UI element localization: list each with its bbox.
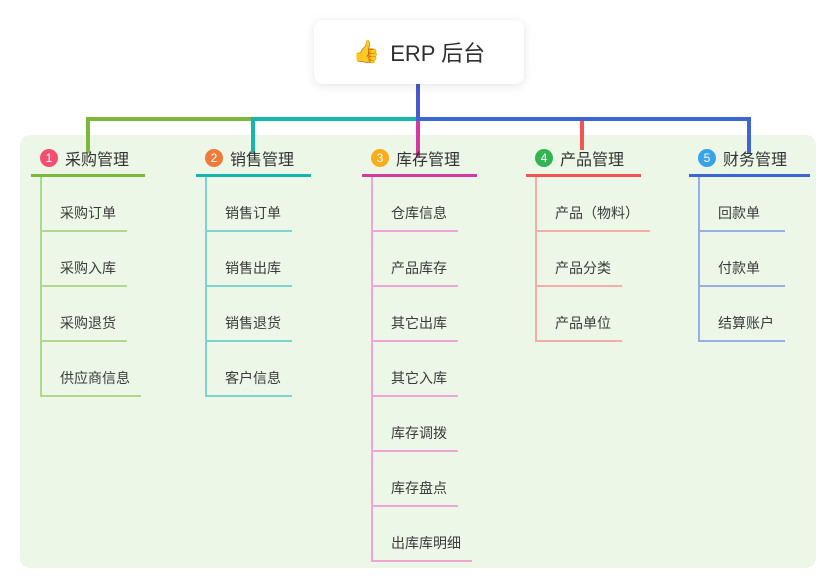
branch-1: 1 采购管理 采购订单采购入库采购退货供应商信息 bbox=[31, 145, 145, 397]
child-node[interactable]: 采购订单 bbox=[42, 177, 127, 232]
child-node[interactable]: 客户信息 bbox=[207, 342, 292, 397]
branch-4: 4 产品管理 产品（物料）产品分类产品单位 bbox=[526, 145, 650, 342]
branch-title: 产品管理 bbox=[560, 151, 625, 169]
child-node[interactable]: 付款单 bbox=[700, 232, 785, 287]
child-node[interactable]: 仓库信息 bbox=[373, 177, 458, 232]
branch-3: 3 库存管理 仓库信息产品库存其它出库其它入库库存调拨库存盘点出库库明细 bbox=[362, 145, 477, 562]
child-node[interactable]: 供应商信息 bbox=[42, 342, 141, 397]
child-node[interactable]: 产品分类 bbox=[537, 232, 622, 287]
child-node[interactable]: 结算账户 bbox=[700, 287, 785, 342]
connector-drop-purchase bbox=[86, 117, 90, 153]
branch-title: 财务管理 bbox=[723, 151, 788, 169]
child-node[interactable]: 库存调拨 bbox=[373, 397, 458, 452]
connector-drop-product bbox=[580, 121, 584, 150]
connector-bus-teal bbox=[251, 117, 418, 121]
root-title: ERP 后台 bbox=[390, 41, 486, 66]
branch-header[interactable]: 1 采购管理 bbox=[31, 145, 145, 177]
branch-number-badge: 4 bbox=[535, 148, 553, 167]
child-node[interactable]: 出库库明细 bbox=[373, 507, 472, 562]
child-node[interactable]: 库存盘点 bbox=[373, 452, 458, 507]
root-node-erp-backend[interactable]: 👍 ERP 后台 bbox=[314, 20, 524, 84]
branch-title: 销售管理 bbox=[230, 151, 295, 169]
branch-number-badge: 3 bbox=[371, 148, 389, 167]
child-node[interactable]: 采购入库 bbox=[42, 232, 127, 287]
child-node[interactable]: 销售出库 bbox=[207, 232, 292, 287]
connector-drop-inventory bbox=[416, 121, 420, 158]
child-node[interactable]: 产品单位 bbox=[537, 287, 622, 342]
branch-children: 采购订单采购入库采购退货供应商信息 bbox=[40, 177, 141, 397]
branch-title: 采购管理 bbox=[65, 151, 130, 169]
child-node[interactable]: 产品（物料） bbox=[537, 177, 650, 232]
branch-children: 销售订单销售出库销售退货客户信息 bbox=[205, 177, 292, 397]
child-node[interactable]: 销售订单 bbox=[207, 177, 292, 232]
thumbs-up-icon: 👍 bbox=[352, 39, 381, 64]
branch-children: 仓库信息产品库存其它出库其它入库库存调拨库存盘点出库库明细 bbox=[371, 177, 472, 562]
branch-header[interactable]: 3 库存管理 bbox=[362, 145, 477, 177]
branch-number-badge: 5 bbox=[698, 148, 716, 167]
child-node[interactable]: 其它入库 bbox=[373, 342, 458, 397]
connector-bus-green bbox=[86, 117, 253, 121]
branch-children: 回款单付款单结算账户 bbox=[698, 177, 785, 342]
child-node[interactable]: 回款单 bbox=[700, 177, 785, 232]
branch-header[interactable]: 4 产品管理 bbox=[526, 145, 641, 177]
branches-background-panel bbox=[20, 135, 816, 568]
connector-drop-sales bbox=[251, 117, 255, 153]
branch-title: 库存管理 bbox=[396, 151, 461, 169]
branch-2: 2 销售管理 销售订单销售出库销售退货客户信息 bbox=[196, 145, 311, 397]
branch-header[interactable]: 5 财务管理 bbox=[689, 145, 810, 177]
child-node[interactable]: 采购退货 bbox=[42, 287, 127, 342]
branch-children: 产品（物料）产品分类产品单位 bbox=[535, 177, 650, 342]
child-node[interactable]: 产品库存 bbox=[373, 232, 458, 287]
child-node[interactable]: 销售退货 bbox=[207, 287, 292, 342]
connector-drop-finance bbox=[747, 117, 751, 153]
branch-number-badge: 2 bbox=[205, 148, 223, 167]
branch-header[interactable]: 2 销售管理 bbox=[196, 145, 311, 177]
connector-root-vertical bbox=[416, 84, 420, 117]
connector-bus-blue bbox=[416, 117, 751, 121]
child-node[interactable]: 其它出库 bbox=[373, 287, 458, 342]
branch-5: 5 财务管理 回款单付款单结算账户 bbox=[689, 145, 810, 342]
branch-number-badge: 1 bbox=[40, 148, 58, 167]
